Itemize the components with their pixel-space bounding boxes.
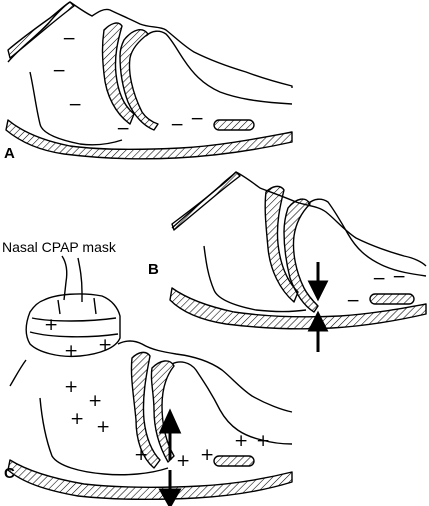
panel-c-drawing	[7, 255, 293, 500]
panel-c-positive-sign: +	[88, 391, 102, 411]
panel-c-positive-sign: +	[134, 445, 148, 465]
panel-b-oral-cavity	[307, 198, 427, 277]
panel-a-negative-sign: −	[68, 95, 82, 115]
panel-c-positive-sign: +	[70, 409, 84, 429]
panel-a-trachea	[213, 119, 255, 131]
panel-a-oral-cavity	[145, 30, 293, 105]
panel-a-negative-sign: −	[52, 61, 66, 81]
panel-c-soft-palate	[150, 360, 175, 463]
panel-a-drawing	[5, 1, 293, 160]
panel-b-pressure-marks: − − −	[346, 267, 406, 311]
panel-c-airway	[130, 351, 161, 469]
panel-c-trachea	[213, 455, 255, 467]
panel-b-jaw-outline	[203, 245, 307, 313]
panel-c-arrow-up-icon	[158, 408, 182, 460]
panel-b-negative-sign: −	[392, 267, 406, 287]
panel-a-neck-base	[5, 119, 293, 160]
panel-b-neck-base	[169, 287, 427, 330]
panel-c-positive-sign: +	[64, 377, 78, 397]
panel-b-drawing	[169, 171, 427, 330]
panel-a-soft-palate	[119, 29, 159, 131]
cpap-mask-label: Nasal CPAP mask	[2, 239, 116, 255]
panel-a-face-outline	[69, 1, 293, 88]
panel-c-positive-sign: +	[44, 315, 58, 335]
cpap-tubing	[61, 255, 83, 302]
panel-c-oral-cavity	[171, 361, 293, 445]
panel-c-positive-sign: +	[256, 431, 270, 451]
panel-c-jaw-outline	[39, 397, 169, 476]
panel-b-arrow-down-icon	[307, 262, 329, 302]
panel-c-positive-sign: +	[234, 431, 248, 451]
panel-a-top-hatch	[7, 1, 75, 59]
panel-c-pressure-marks: + + + + + + + + + + + +	[44, 315, 270, 471]
panel-b-top-hatch	[171, 171, 241, 231]
panel-c-face-outline	[117, 340, 293, 413]
panel-b-negative-sign: −	[346, 291, 360, 311]
panel-b-airway	[264, 185, 299, 303]
panel-c-positive-sign: +	[176, 451, 190, 471]
panel-a-letter: A	[4, 145, 15, 162]
panel-c-positive-sign: +	[96, 417, 110, 437]
panel-c-splint-arrows	[158, 408, 182, 506]
panel-c-letter: C	[4, 465, 15, 482]
panel-b-face-outline	[235, 171, 427, 267]
panel-a-negative-sign: −	[116, 119, 130, 139]
panel-c-positive-sign: +	[64, 341, 78, 361]
panel-b-trachea	[369, 293, 415, 305]
panel-b-collapse-arrows	[307, 262, 329, 352]
panel-c-positive-sign: +	[200, 445, 214, 465]
cpap-mask	[25, 293, 121, 358]
panel-a-airway	[101, 22, 135, 125]
panel-b-soft-palate	[283, 198, 319, 313]
panel-a-jaw-outline	[29, 71, 123, 146]
cpap-mask-rim	[29, 297, 119, 338]
panel-a-negative-sign: −	[190, 109, 204, 129]
panel-b-arrow-up-icon	[307, 310, 329, 352]
panel-c-head-outline	[9, 359, 27, 387]
panel-a-pressure-marks: − − − − − −	[52, 29, 204, 139]
panel-a-negative-sign: −	[62, 29, 76, 49]
panel-c-positive-sign: +	[98, 335, 112, 355]
panel-b-negative-sign: −	[372, 269, 386, 289]
panel-c-arrow-down-icon	[158, 470, 182, 506]
panel-c-neck-base	[7, 459, 293, 500]
panel-a-negative-sign: −	[170, 115, 184, 135]
panel-b-letter: B	[148, 261, 159, 278]
